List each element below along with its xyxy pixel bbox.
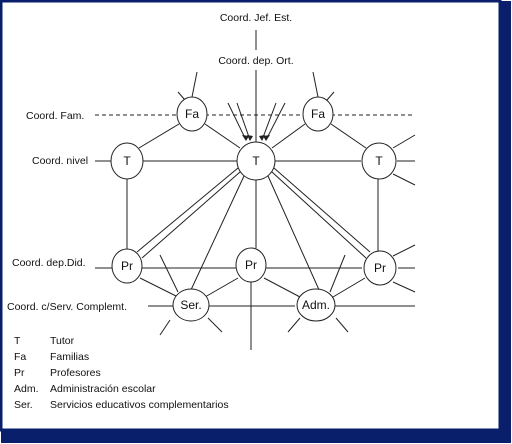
legend-desc-1: Familias bbox=[50, 351, 89, 363]
legend-abbr-1: Fa bbox=[14, 351, 26, 363]
legend: T Tutor Fa Familias Pr Profesores Adm. A… bbox=[14, 335, 229, 411]
node-pr-3: Pr bbox=[363, 250, 397, 286]
label-coord-fam: Coord. Fam. bbox=[26, 110, 84, 122]
legend-abbr-0: T bbox=[14, 335, 21, 347]
node-adm: Adm. bbox=[296, 288, 336, 322]
node-t-2-label: T bbox=[252, 154, 260, 168]
node-t-1-label: T bbox=[123, 154, 131, 168]
node-pr-1: Pr bbox=[111, 248, 143, 284]
legend-desc-0: Tutor bbox=[50, 335, 75, 347]
connector-lines bbox=[95, 30, 416, 350]
node-pr-1-label: Pr bbox=[121, 259, 133, 273]
node-fa-1: Fa bbox=[176, 96, 208, 132]
legend-abbr-2: Pr bbox=[14, 367, 25, 379]
label-coord-dep-ort: Coord. dep. Ort. bbox=[218, 55, 293, 67]
node-ser-label: Ser. bbox=[180, 298, 201, 312]
node-pr-3-label: Pr bbox=[374, 261, 386, 275]
legend-desc-2: Profesores bbox=[50, 367, 101, 379]
node-fa-1-label: Fa bbox=[185, 107, 199, 121]
node-t-3-label: T bbox=[375, 154, 383, 168]
border-shadow-bottom bbox=[1, 430, 511, 443]
node-t-1: T bbox=[110, 142, 144, 180]
legend-desc-4: Servicios educativos complementarios bbox=[50, 399, 229, 411]
arrowheads bbox=[242, 135, 270, 141]
node-fa-2: Fa bbox=[302, 96, 334, 132]
node-fa-2-label: Fa bbox=[311, 107, 325, 121]
label-coord-nivel: Coord. nivel bbox=[32, 155, 88, 167]
border-shadow-right bbox=[501, 1, 511, 443]
node-t-2: T bbox=[236, 141, 276, 181]
label-coord-serv: Coord. c/Serv. Complemt. bbox=[7, 301, 127, 313]
node-t-3: T bbox=[361, 142, 397, 180]
node-pr-2: Pr bbox=[235, 247, 267, 283]
legend-desc-3: Administración escolar bbox=[50, 383, 156, 395]
legend-abbr-4: Ser. bbox=[14, 399, 33, 411]
label-coord-dep-did: Coord. dep.Did. bbox=[12, 257, 86, 269]
node-pr-2-label: Pr bbox=[245, 258, 257, 272]
node-ser: Ser. bbox=[172, 288, 210, 322]
node-adm-label: Adm. bbox=[302, 298, 330, 312]
label-coord-jef-est: Coord. Jef. Est. bbox=[220, 12, 292, 24]
legend-abbr-3: Adm. bbox=[14, 383, 39, 395]
